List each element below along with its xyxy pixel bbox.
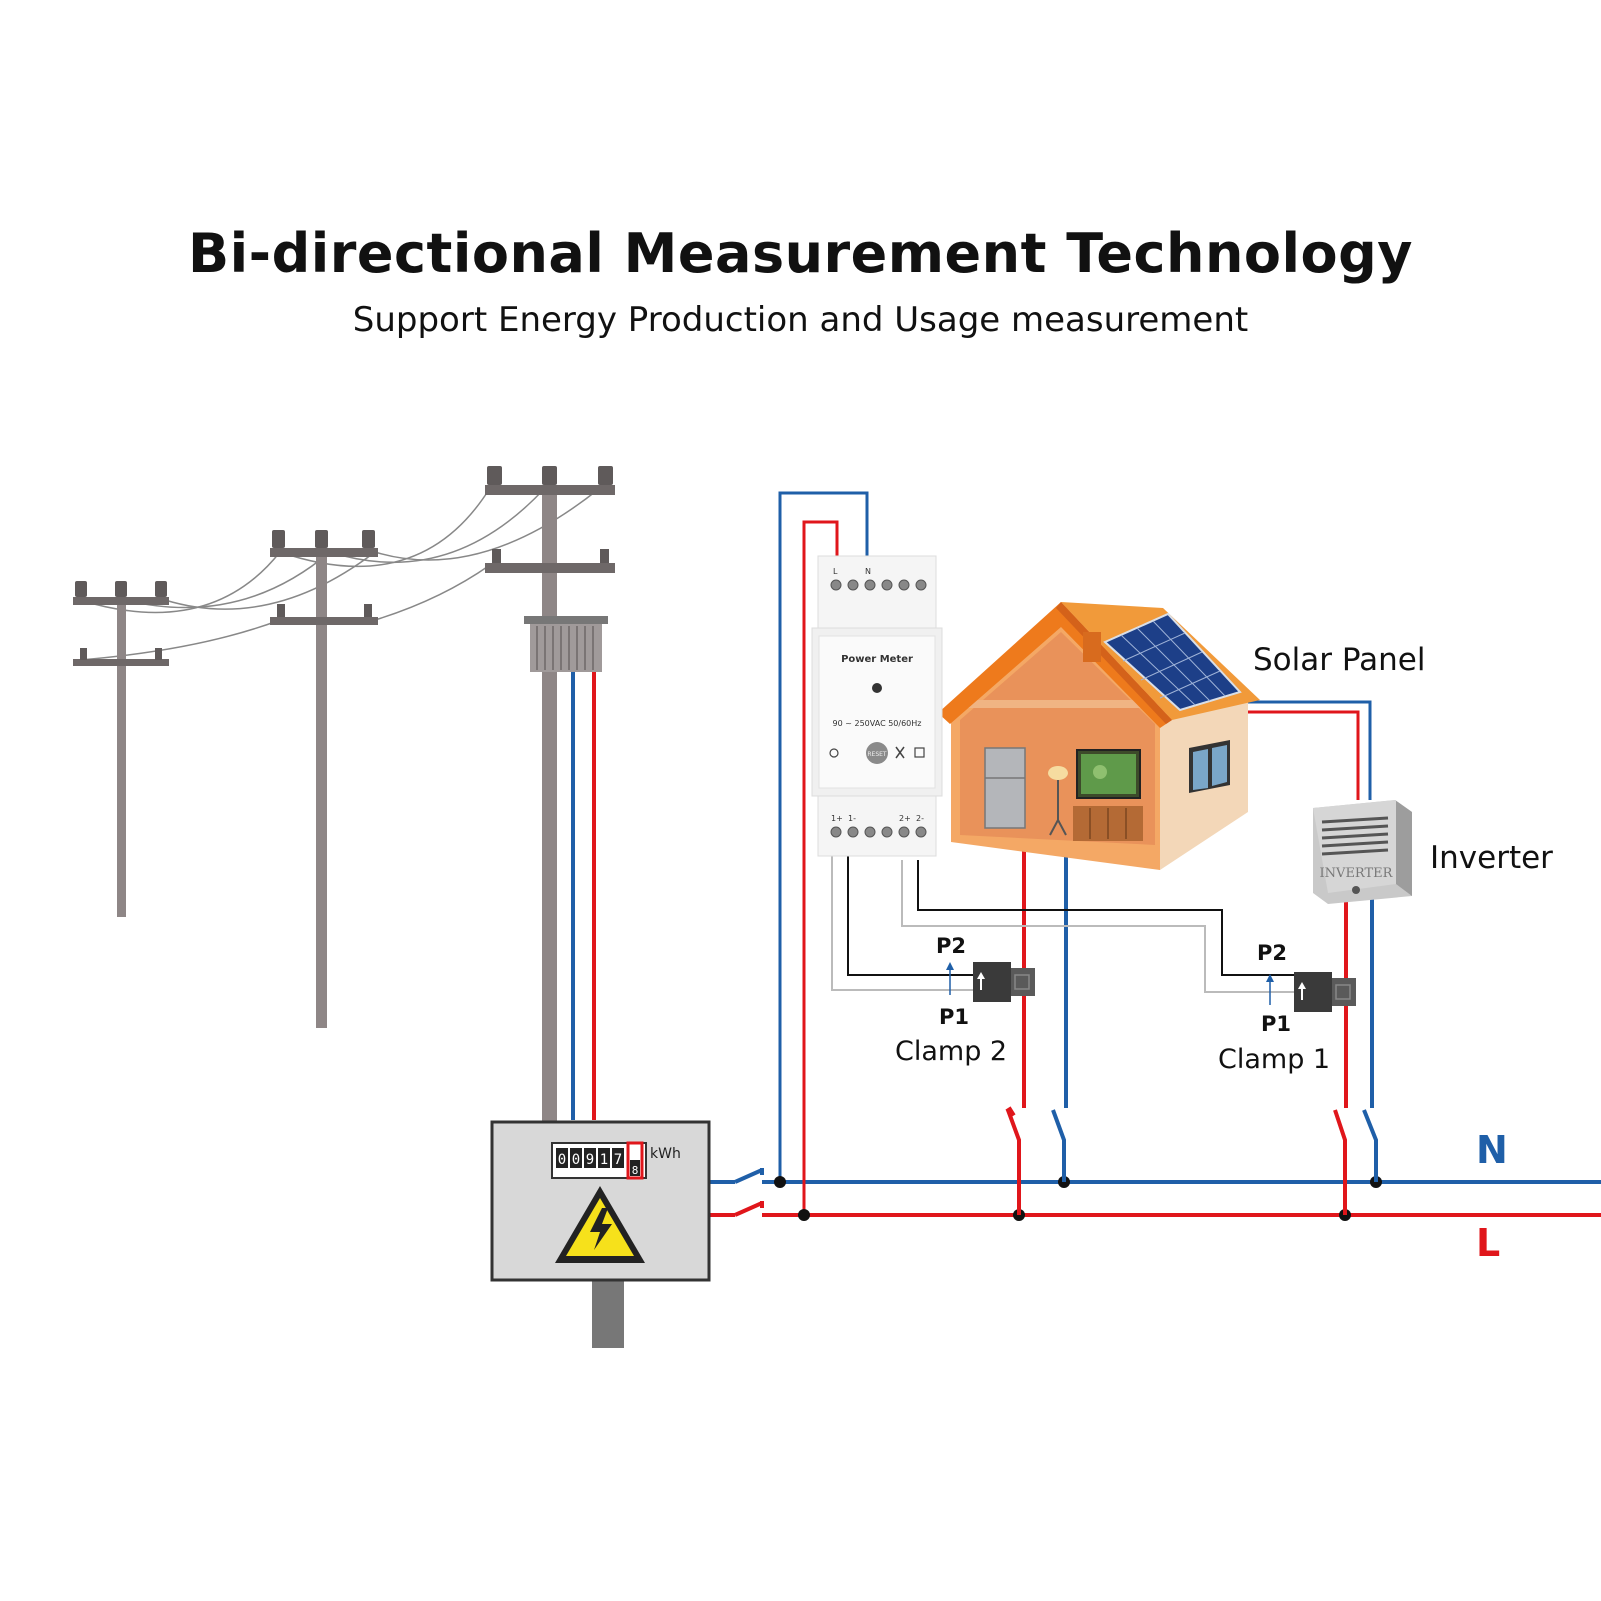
kwh-digit-3: 9 — [586, 1152, 594, 1168]
bus-lines — [780, 1180, 1601, 1217]
television-icon — [1073, 749, 1143, 841]
kwh-digit-1: 0 — [558, 1152, 566, 1168]
house-branch-wires — [1005, 845, 1068, 1215]
solar-panel-label: Solar Panel — [1253, 642, 1425, 678]
junction-dots — [774, 1176, 1382, 1221]
high-voltage-warning-icon — [555, 1186, 645, 1263]
power-meter-title: Power Meter — [841, 654, 913, 665]
reset-button[interactable] — [866, 742, 888, 764]
ct-clamp-2 — [946, 962, 1035, 1002]
clamp1-label: Clamp 1 — [1218, 1044, 1330, 1075]
meter-led — [872, 683, 882, 693]
meter-supply-wires — [778, 491, 869, 1215]
inverter-branch-wires — [1333, 890, 1378, 1215]
house — [938, 602, 1260, 870]
solar-dc-wires — [1233, 700, 1372, 800]
kwh-digit-6: 8 — [632, 1164, 639, 1177]
meter-top-terminals — [830, 579, 927, 591]
kwh-digit-4: 1 — [600, 1152, 608, 1168]
terminal-label-2m: 2- — [916, 814, 924, 823]
grid-output-switches — [710, 1168, 804, 1217]
inverter-box-label: INVERTER — [1320, 866, 1394, 881]
live-line-label: L — [1476, 1221, 1500, 1265]
terminal-label-1m: 1- — [848, 814, 856, 823]
kwh-unit-label: kWh — [650, 1146, 681, 1162]
house-window — [1189, 740, 1230, 793]
clamp-signal-wires — [831, 855, 1296, 993]
clamp1-p2-label: P2 — [1257, 941, 1287, 965]
lamp-icon — [1048, 766, 1068, 836]
transformer — [524, 616, 608, 672]
clamp1-p1-label: P1 — [1261, 1012, 1291, 1036]
terminal-label-1p: 1+ — [831, 814, 843, 823]
utility-pole-3 — [485, 466, 615, 1125]
inverter: INVERTER — [1313, 800, 1412, 904]
utility-poles — [73, 466, 615, 1125]
terminal-label-2p: 2+ — [899, 814, 911, 823]
service-drop-wires — [571, 672, 596, 1120]
neutral-line-label: N — [1476, 1128, 1508, 1172]
utility-pole-2 — [270, 530, 378, 1028]
power-meter: L N Power Meter 90 ~ 250VAC 50/60Hz RESE… — [811, 555, 943, 857]
solar-panel-icon — [1103, 612, 1242, 712]
kwh-digit-2: 0 — [572, 1152, 580, 1168]
kwh-digit-5: 7 — [614, 1152, 622, 1168]
reset-button-label: RESET — [867, 751, 887, 758]
clamp2-p2-label: P2 — [936, 934, 966, 958]
refrigerator-icon — [984, 747, 1026, 829]
utility-pole-1 — [73, 581, 169, 917]
terminal-label-n: N — [865, 567, 871, 576]
clamp2-label: Clamp 2 — [895, 1036, 1007, 1067]
certification-icons — [829, 746, 925, 759]
page-title: Bi-directional Measurement Technology — [188, 222, 1413, 285]
inverter-label: Inverter — [1430, 840, 1553, 876]
grid-energy-meter: 0 0 9 1 7 8 kWh — [490, 1120, 711, 1348]
page-subtitle: Support Energy Production and Usage meas… — [352, 300, 1249, 340]
terminal-label-l: L — [833, 567, 838, 576]
power-meter-spec: 90 ~ 250VAC 50/60Hz — [833, 719, 922, 728]
meter-bottom-terminals — [830, 826, 927, 838]
kwh-counter: 0 0 9 1 7 8 — [556, 1148, 640, 1177]
ct-clamp-1 — [1266, 972, 1356, 1012]
clamp2-p1-label: P1 — [939, 1005, 969, 1029]
